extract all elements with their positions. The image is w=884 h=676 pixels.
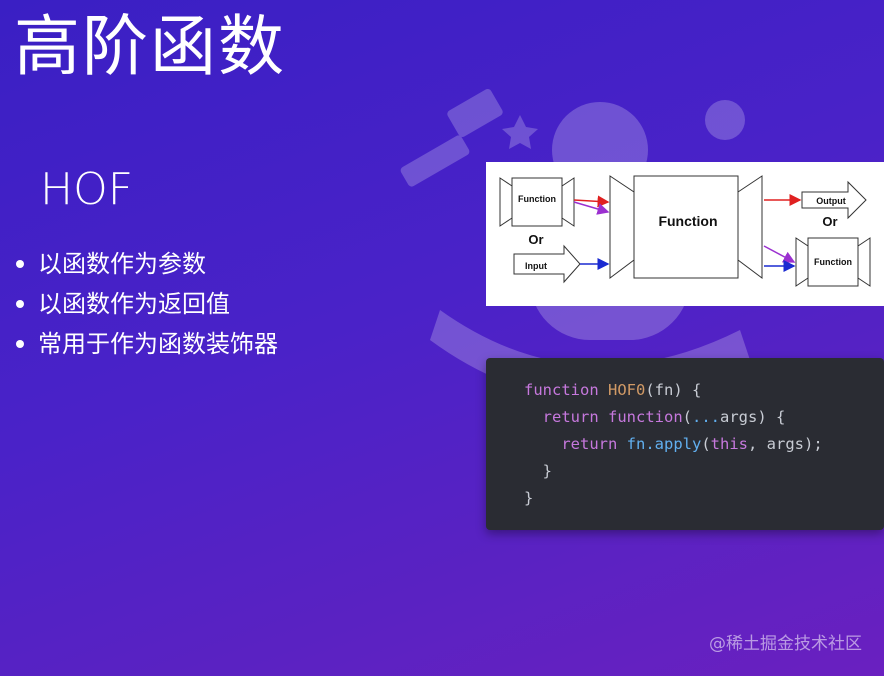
code-text: ( bbox=[682, 408, 693, 426]
code-line-4: } bbox=[524, 461, 552, 481]
bullet-item: 以函数作为返回值 bbox=[14, 286, 278, 326]
code-spread: ... bbox=[692, 408, 721, 426]
bullet-text: 以函数作为返回值 bbox=[38, 290, 230, 318]
bullet-text: 以函数作为参数 bbox=[38, 250, 206, 278]
watermark: @稀土掘金技术社区 bbox=[709, 634, 862, 654]
bullet-item: 常用于作为函数装饰器 bbox=[14, 326, 278, 366]
code-block: function HOF0(fn) { return function(...a… bbox=[486, 358, 884, 530]
code-text: , args); bbox=[748, 435, 823, 453]
input-arrow-shape bbox=[513, 244, 581, 284]
center-function-label: Function bbox=[658, 213, 717, 229]
output-function-right-cap bbox=[857, 237, 871, 287]
code-text: } bbox=[542, 462, 553, 480]
center-right-funnel bbox=[737, 175, 763, 279]
input-function-right-cap bbox=[561, 177, 575, 227]
or-left-label: Or bbox=[528, 232, 543, 247]
slide-title: 高阶函数 bbox=[14, 8, 286, 85]
code-text: } bbox=[524, 489, 534, 507]
code-line-5: } bbox=[524, 488, 533, 508]
code-keyword: function bbox=[608, 408, 683, 426]
code-line-1: function HOF0(fn) { bbox=[524, 380, 701, 400]
output-arrow-shape bbox=[801, 180, 867, 220]
bullet-list: 以函数作为参数 以函数作为返回值 常用于作为函数装饰器 bbox=[14, 246, 278, 366]
code-keyword: return bbox=[561, 435, 618, 453]
code-text: (fn) { bbox=[645, 381, 702, 399]
bullet-dot-icon bbox=[16, 260, 24, 268]
code-keyword: function bbox=[524, 381, 599, 399]
bullet-text: 常用于作为函数装饰器 bbox=[38, 330, 278, 358]
center-function-box bbox=[633, 175, 739, 279]
output-function-label: Function bbox=[814, 257, 852, 267]
output-label: Output bbox=[816, 196, 846, 206]
code-text: ( bbox=[701, 435, 711, 453]
input-function-label: Function bbox=[518, 194, 556, 204]
purple-output-arrow bbox=[763, 245, 796, 263]
center-left-funnel bbox=[609, 175, 635, 279]
output-function-left-cap bbox=[795, 237, 809, 287]
code-call: fn.apply bbox=[626, 435, 702, 453]
purple-input-arrow bbox=[573, 201, 610, 215]
code-line-3: return fn.apply(this, args); bbox=[524, 434, 823, 454]
code-keyword: return bbox=[542, 408, 599, 426]
input-function-box bbox=[511, 177, 563, 227]
input-label: Input bbox=[525, 261, 547, 271]
code-function-name: HOF0 bbox=[608, 381, 646, 399]
red-input-arrow bbox=[573, 195, 610, 208]
bullet-dot-icon bbox=[16, 340, 24, 348]
input-function-left-cap bbox=[499, 177, 513, 227]
bullet-item: 以函数作为参数 bbox=[14, 246, 278, 286]
bullet-dot-icon bbox=[16, 300, 24, 308]
code-line-2: return function(...args) { bbox=[524, 407, 786, 427]
or-right-label: Or bbox=[822, 214, 837, 229]
code-text: args) { bbox=[720, 408, 786, 426]
code-keyword: this bbox=[710, 435, 748, 453]
hof-diagram: Function Or Input Function Output Or Fun… bbox=[486, 162, 884, 306]
slide-subtitle: HOF bbox=[40, 164, 134, 215]
